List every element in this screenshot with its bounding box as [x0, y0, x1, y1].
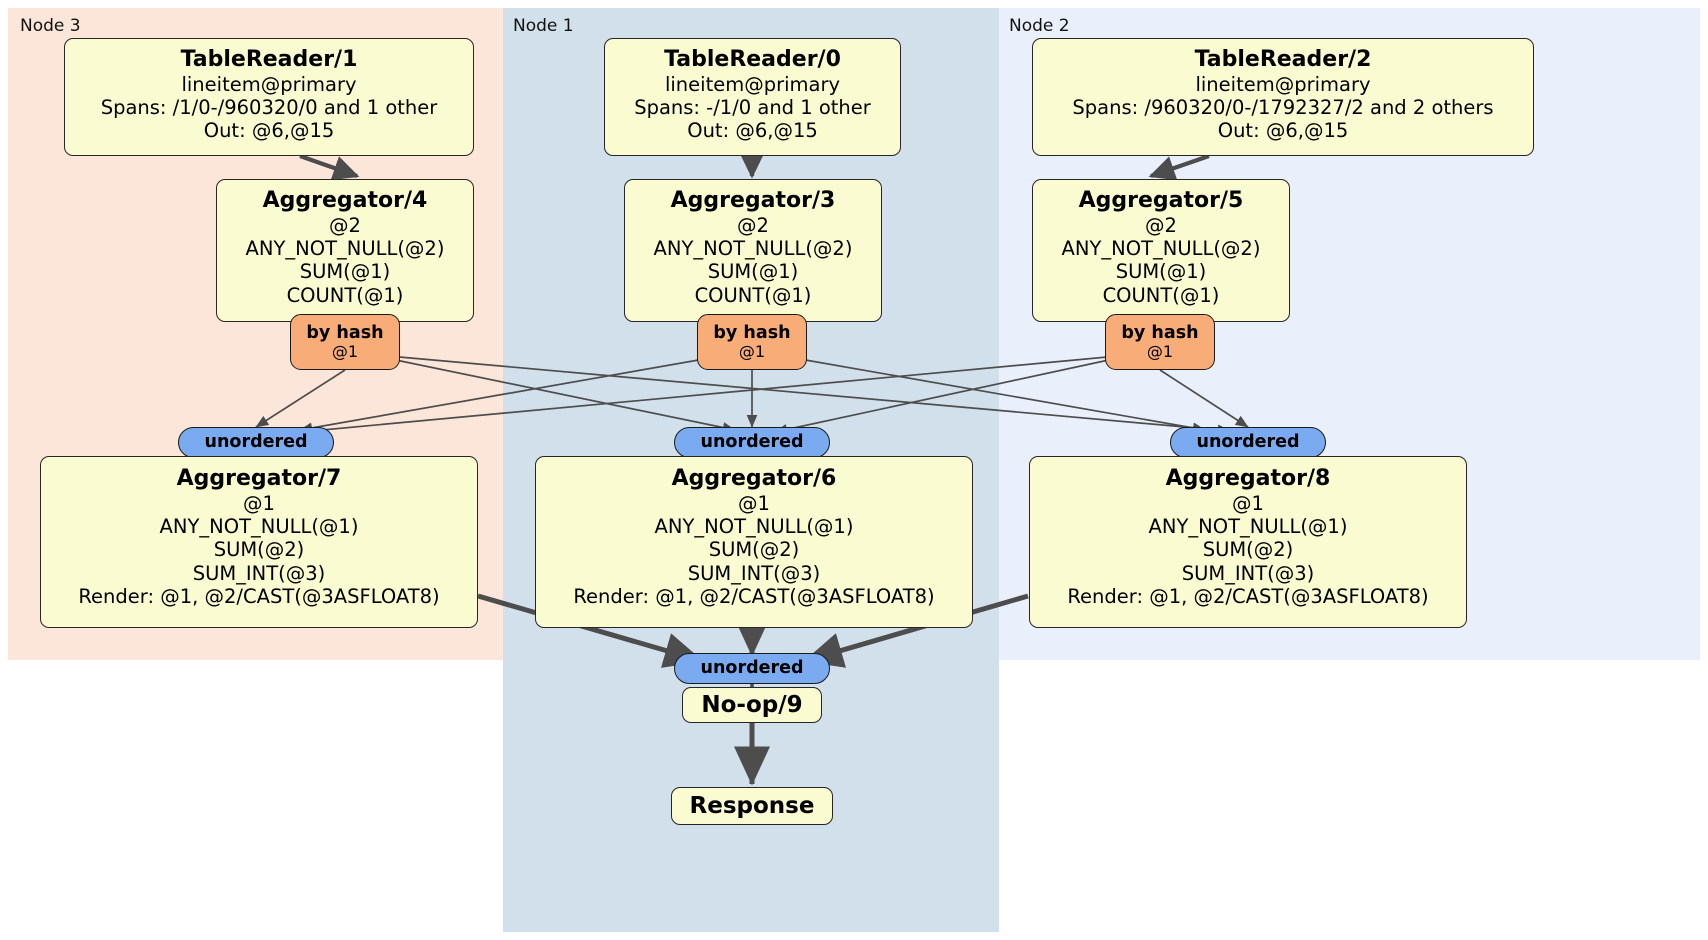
hash-router-left[interactable]: by hash @1	[290, 314, 400, 370]
processor-line: Spans: -/1/0 and 1 other	[634, 95, 871, 119]
processor-line: SUM(@2)	[708, 538, 800, 562]
hash-router-right[interactable]: by hash @1	[1105, 314, 1215, 370]
processor-line: lineitem@primary	[664, 72, 841, 96]
hash-router-type: by hash	[1121, 322, 1199, 343]
processor-title: No-op/9	[701, 691, 803, 718]
processor-title: Aggregator/5	[1078, 188, 1244, 213]
synchronizer-label: unordered	[1196, 431, 1300, 452]
unordered-synchronizer-left[interactable]: unordered	[178, 427, 334, 458]
processor-title: TableReader/2	[1194, 47, 1372, 72]
hash-router-column: @1	[331, 341, 359, 361]
processor-line: lineitem@primary	[181, 72, 357, 96]
processor-line: Spans: /1/0-/960320/0 and 1 other	[100, 95, 438, 119]
hash-router-column: @1	[1146, 341, 1174, 361]
processor-title: Aggregator/6	[671, 466, 837, 491]
processor-aggregator-6[interactable]: Aggregator/6 @1 ANY_NOT_NULL(@1) SUM(@2)…	[535, 456, 973, 628]
node-label-node2: Node 2	[1009, 16, 1070, 36]
synchronizer-label: unordered	[204, 431, 308, 452]
processor-line: ANY_NOT_NULL(@1)	[1148, 514, 1348, 538]
processor-line: @1	[1232, 491, 1264, 515]
processor-response[interactable]: Response	[671, 787, 833, 825]
processor-line: ANY_NOT_NULL(@2)	[245, 236, 445, 260]
processor-table-reader-2[interactable]: TableReader/2 lineitem@primary Spans: /9…	[1032, 38, 1534, 156]
processor-aggregator-3[interactable]: Aggregator/3 @2 ANY_NOT_NULL(@2) SUM(@1)…	[624, 179, 882, 322]
processor-line: COUNT(@1)	[286, 283, 404, 307]
processor-line: ANY_NOT_NULL(@2)	[653, 236, 853, 260]
processor-line: lineitem@primary	[1195, 72, 1371, 96]
processor-title: Response	[689, 792, 815, 819]
processor-line: SUM(@2)	[213, 538, 305, 562]
processor-table-reader-0[interactable]: TableReader/0 lineitem@primary Spans: -/…	[604, 38, 901, 156]
processor-aggregator-5[interactable]: Aggregator/5 @2 ANY_NOT_NULL(@2) SUM(@1)…	[1032, 179, 1290, 322]
unordered-synchronizer-final[interactable]: unordered	[674, 653, 830, 684]
processor-line: ANY_NOT_NULL(@2)	[1061, 236, 1261, 260]
processor-line: COUNT(@1)	[1102, 283, 1220, 307]
unordered-synchronizer-middle[interactable]: unordered	[674, 427, 830, 458]
processor-line: SUM_INT(@3)	[192, 561, 326, 585]
processor-aggregator-4[interactable]: Aggregator/4 @2 ANY_NOT_NULL(@2) SUM(@1)…	[216, 179, 474, 322]
hash-router-type: by hash	[306, 322, 384, 343]
processor-title: TableReader/0	[664, 47, 841, 72]
synchronizer-label: unordered	[700, 431, 804, 452]
processor-line: @2	[737, 213, 769, 237]
processor-line: ANY_NOT_NULL(@1)	[159, 514, 359, 538]
processor-line: Out: @6,@15	[203, 119, 335, 143]
processor-line: SUM(@1)	[1115, 260, 1207, 284]
processor-line: SUM(@2)	[1202, 538, 1294, 562]
processor-line: @1	[243, 491, 275, 515]
processor-line: Spans: /960320/0-/1792327/2 and 2 others	[1072, 95, 1494, 119]
processor-line: @2	[1145, 213, 1177, 237]
processor-title: Aggregator/3	[670, 188, 836, 213]
hash-router-middle[interactable]: by hash @1	[697, 314, 807, 370]
synchronizer-label: unordered	[700, 657, 804, 678]
processor-line: @2	[329, 213, 361, 237]
node-label-node3: Node 3	[20, 16, 81, 36]
processor-aggregator-7[interactable]: Aggregator/7 @1 ANY_NOT_NULL(@1) SUM(@2)…	[40, 456, 478, 628]
processor-line: SUM(@1)	[707, 260, 799, 284]
processor-noop-9[interactable]: No-op/9	[682, 687, 822, 723]
hash-router-column: @1	[738, 341, 766, 361]
processor-aggregator-8[interactable]: Aggregator/8 @1 ANY_NOT_NULL(@1) SUM(@2)…	[1029, 456, 1467, 628]
processor-line: Out: @6,@15	[687, 119, 818, 143]
processor-line: COUNT(@1)	[694, 283, 812, 307]
processor-title: Aggregator/7	[176, 466, 342, 491]
processor-title: Aggregator/8	[1165, 466, 1331, 491]
processor-line: SUM(@1)	[299, 260, 391, 284]
node-label-node1: Node 1	[513, 16, 574, 36]
processor-line: Render: @1, @2/CAST(@3ASFLOAT8)	[78, 585, 440, 609]
processor-line: Render: @1, @2/CAST(@3ASFLOAT8)	[573, 585, 935, 609]
processor-line: Render: @1, @2/CAST(@3ASFLOAT8)	[1067, 585, 1429, 609]
processor-line: SUM_INT(@3)	[687, 561, 821, 585]
processor-title: Aggregator/4	[262, 188, 428, 213]
processor-title: TableReader/1	[180, 47, 358, 72]
unordered-synchronizer-right[interactable]: unordered	[1170, 427, 1326, 458]
processor-line: ANY_NOT_NULL(@1)	[654, 514, 854, 538]
processor-line: SUM_INT(@3)	[1181, 561, 1315, 585]
processor-table-reader-1[interactable]: TableReader/1 lineitem@primary Spans: /1…	[64, 38, 474, 156]
hash-router-type: by hash	[713, 322, 791, 343]
processor-line: @1	[738, 491, 770, 515]
processor-line: Out: @6,@15	[1217, 119, 1349, 143]
